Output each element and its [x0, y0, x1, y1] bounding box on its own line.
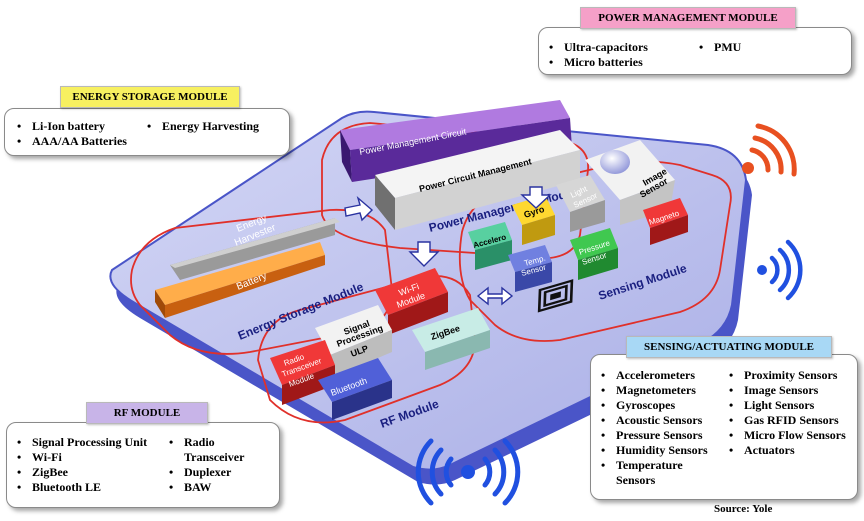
energy-col1: Li-Ion battery AAA/AA Batteries	[14, 119, 127, 149]
energy-col2: Energy Harvesting	[144, 119, 259, 134]
arrow-power-to-rf	[408, 241, 440, 267]
rf-module-callout: RF MODULE Signal Processing Unit Wi-Fi Z…	[6, 402, 286, 510]
light-sensor-block	[556, 175, 605, 232]
list-item: Pressure Sensors	[598, 428, 708, 443]
arrow-energy-to-power	[344, 195, 374, 222]
sensing-col2: Proximity Sensors Image Sensors Light Se…	[726, 368, 846, 458]
rf-module-title: RF MODULE	[86, 402, 208, 424]
list-item: Light Sensors	[726, 398, 846, 413]
magneto-block	[643, 198, 688, 245]
arrow-rf-sensing	[476, 286, 514, 306]
signal-processing-block	[315, 305, 392, 378]
list-item: PMU	[696, 40, 741, 55]
list-item: Micro batteries	[546, 55, 648, 70]
list-item: Micro Flow Sensors	[726, 428, 846, 443]
power-management-title: POWER MANAGEMENT MODULE	[580, 7, 796, 29]
list-item: Humidity Sensors	[598, 443, 708, 458]
list-item: ZigBee	[14, 465, 147, 480]
list-item: Accelerometers	[598, 368, 708, 383]
list-item: Bluetooth LE	[14, 480, 147, 495]
source-caption: Source: Yole	[714, 503, 773, 515]
sensing-actuating-callout: SENSING/ACTUATING MODULE Accelerometers …	[590, 336, 862, 502]
zigbee-block	[412, 308, 490, 370]
list-item: Energy Harvesting	[144, 119, 259, 134]
list-item: Image Sensors	[726, 383, 846, 398]
list-item: Gyroscopes	[598, 398, 708, 413]
list-item: AAA/AA Batteries	[14, 134, 127, 149]
power-circuit-management-block	[375, 130, 580, 230]
gyro-block	[512, 195, 555, 245]
list-item: Magnetometers	[598, 383, 708, 398]
accelero-block	[468, 222, 512, 270]
list-item: Ultra-capacitors	[546, 40, 648, 55]
energy-storage-callout: ENERGY STORAGE MODULE Li-Ion battery AAA…	[4, 86, 294, 158]
list-item: Radio	[166, 435, 244, 450]
list-item: Acoustic Sensors	[598, 413, 708, 428]
power-management-circuit-block	[340, 100, 572, 182]
energy-harvester-block	[170, 218, 340, 280]
wireless-signal-red-icon	[742, 123, 797, 177]
wifi-module-block	[375, 268, 448, 335]
power-module-outline	[321, 122, 589, 259]
bluetooth-block	[318, 358, 392, 420]
rf-col2: Radio Transceiver Duplexer BAW	[166, 435, 244, 495]
list-item: Gas RFID Sensors	[726, 413, 846, 428]
list-item: Sensors	[616, 473, 656, 487]
power-col1: Ultra-capacitors Micro batteries	[546, 40, 648, 70]
battery-block	[155, 242, 325, 318]
arrow-power-to-sensing	[520, 186, 552, 209]
list-item: Transceiver	[184, 450, 245, 464]
list-item: Temperature	[598, 458, 708, 473]
list-item: Wi-Fi	[14, 450, 147, 465]
sensing-actuating-title: SENSING/ACTUATING MODULE	[626, 336, 832, 358]
sensing-col1: Accelerometers Magnetometers Gyroscopes …	[598, 368, 708, 488]
radio-transceiver-block	[270, 340, 335, 405]
wireless-signal-blue-right-icon	[757, 239, 803, 301]
list-item: Proximity Sensors	[726, 368, 846, 383]
list-item: Actuators	[726, 443, 846, 458]
temp-sensor-block	[508, 245, 552, 292]
list-item: Signal Processing Unit	[14, 435, 147, 450]
wireless-signal-blue-bottom-icon	[415, 438, 521, 506]
rfid-coil-icon	[537, 279, 574, 313]
rf-col1: Signal Processing Unit Wi-Fi ZigBee Blue…	[14, 435, 147, 495]
list-item: Duplexer	[166, 465, 244, 480]
list-item: BAW	[166, 480, 244, 495]
energy-storage-title: ENERGY STORAGE MODULE	[60, 86, 240, 108]
image-sensor-block	[585, 140, 675, 225]
power-col2: PMU	[696, 40, 741, 55]
power-management-callout: POWER MANAGEMENT MODULE Ultra-capacitors…	[538, 7, 854, 77]
list-item: Li-Ion battery	[14, 119, 127, 134]
pressure-sensor-block	[570, 228, 618, 280]
